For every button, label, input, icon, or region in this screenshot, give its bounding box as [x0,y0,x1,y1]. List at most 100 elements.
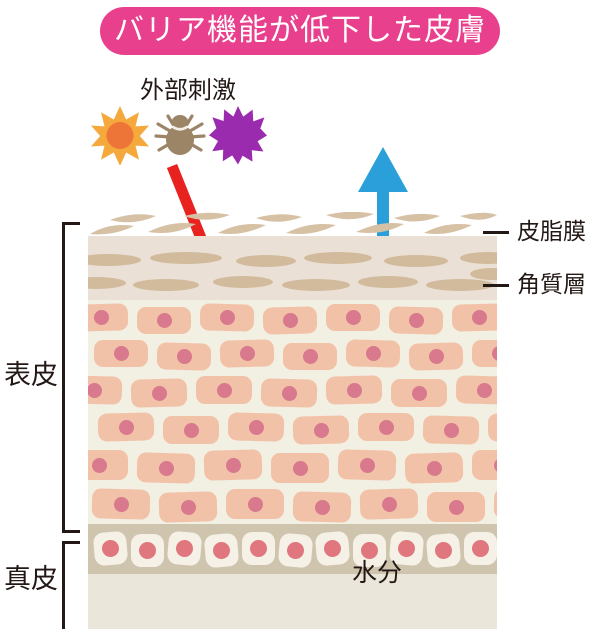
cell-nucleus [491,346,497,361]
cell-nucleus [158,460,174,476]
cell-nucleus [247,496,263,512]
bracket-dermis [62,541,80,629]
stratum-corneum-layer [88,236,497,300]
epidermal-cell [292,491,352,523]
cell-nucleus [381,496,397,512]
basal-cell [166,530,203,567]
basal-cell [131,534,164,567]
cell-nucleus [176,348,192,365]
moisture-label: 水分 [352,558,403,587]
epidermal-cell [94,340,148,367]
cell-nucleus [411,385,427,401]
cell-nucleus [175,539,194,558]
epidermal-cell [345,339,401,368]
basal-cell [277,532,314,569]
bracket-stem [62,541,65,629]
epidermal-cell [283,343,337,370]
cell-nucleus [93,309,109,326]
callout-label-sebum: 皮脂膜 [517,218,586,245]
cell-nucleus [216,382,232,398]
diagram-title-banner: バリア機能が低下した皮膚 [100,7,500,55]
epidermal-cell [427,492,485,522]
cell-nucleus [183,422,199,438]
cell-nucleus [359,457,375,473]
cell-nucleus [448,499,464,515]
external-stimuli-icons [88,105,288,166]
epidermal-cell [199,303,255,332]
epidermal-cell [158,491,218,523]
cell-nucleus [302,349,318,364]
page-title: バリア機能が低下した皮膚 [114,13,486,48]
side-label-epidermis: 表皮 [4,360,58,391]
epidermal-cell [487,412,497,442]
cell-nucleus [314,499,330,515]
cell-nucleus [426,460,442,476]
epidermal-cell [260,378,318,408]
bracket-epidermis [62,222,80,533]
epidermal-cell [337,449,397,481]
epidermal-cell [137,307,191,334]
cell-nucleus [281,385,297,401]
epidermal-cell [472,450,497,480]
epidermal-cell [493,488,497,520]
cell-nucleus [156,313,172,328]
cell-nucleus [286,541,305,560]
epidermal-cell [404,452,464,484]
cell-nucleus [151,385,167,401]
epidermal-cell [219,339,275,368]
basal-cell [92,530,129,567]
epidermal-cell [163,416,219,444]
epidermis-layer [88,300,497,524]
basal-cell [464,532,497,565]
epidermal-cell [455,375,497,405]
cell-nucleus [408,312,424,329]
cell-nucleus [225,457,241,473]
epidermal-cell [359,488,419,520]
epidermal-cell [97,412,155,442]
cell-nucleus [113,496,129,512]
epidermal-cell [388,306,444,335]
external-stimuli-label: 外部刺激 [140,76,236,104]
epidermal-cell [262,306,318,335]
cell-nucleus [292,460,308,476]
cell-nucleus [180,499,196,515]
cell-nucleus [282,312,298,329]
sebum-film-flakes [88,211,497,242]
cell-nucleus [443,422,459,438]
mite-icon [150,105,210,165]
epidermal-cell [203,449,263,481]
epidermal-cell [472,340,497,367]
cell-nucleus [101,539,120,558]
basal-cell [203,532,240,569]
basal-cell [353,534,386,567]
cell-nucleus [476,382,492,398]
epidermal-cells [88,300,497,524]
epidermal-cell [130,378,188,408]
epidermal-cell [408,342,464,371]
epidermal-cell [88,303,129,332]
epidermal-cell [391,379,447,407]
epidermal-cell [226,489,284,519]
epidermal-cell [292,415,350,445]
basal-cells [88,524,497,574]
cell-nucleus [313,422,329,438]
callout-label-corneum: 角質層 [517,271,586,298]
epidermal-cell [325,375,383,405]
cell-nucleus [118,419,134,435]
cell-nucleus [91,457,107,473]
cell-nucleus [139,542,156,559]
basal-cell [314,530,351,567]
leader-line [483,283,509,287]
epidermal-cell [196,376,252,404]
cell-nucleus [365,345,381,362]
epidermal-cell [451,303,497,332]
starburst-icon [208,105,268,165]
cell-nucleus [219,309,235,326]
epidermal-cell [422,415,480,445]
cell-nucleus [113,346,129,361]
callout-sebum-film: 皮脂膜 [483,215,586,249]
cell-nucleus [212,541,231,560]
cell-nucleus [346,382,362,398]
basal-cell [242,532,275,565]
